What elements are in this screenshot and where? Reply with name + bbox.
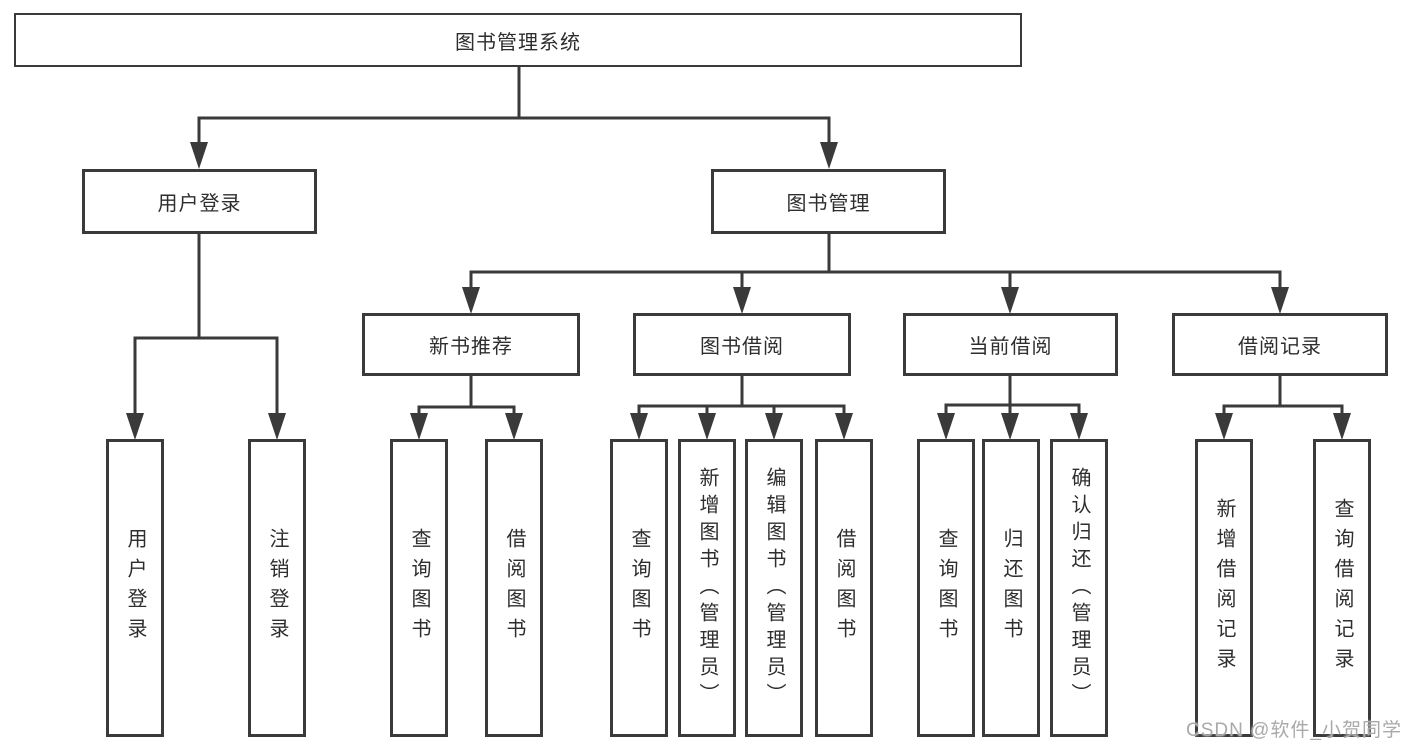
leaf-borrow-book-2: 借阅图书 bbox=[815, 439, 873, 737]
node-root-library-system: 图书管理系统 bbox=[14, 13, 1022, 67]
leaf-return-book: 归还图书 bbox=[982, 439, 1040, 737]
node-book-management: 图书管理 bbox=[711, 169, 946, 234]
arrowhead bbox=[410, 413, 428, 440]
arrowhead bbox=[462, 287, 480, 314]
node-current-borrow: 当前借阅 bbox=[903, 313, 1118, 376]
arrowhead bbox=[1001, 413, 1019, 440]
arrowhead bbox=[765, 413, 783, 440]
arrowhead bbox=[1215, 413, 1233, 440]
leaf-add-borrow-record: 新增借阅记录 bbox=[1195, 439, 1253, 737]
node-borrow-record: 借阅记录 bbox=[1172, 313, 1388, 376]
leaf-confirm-return-admin: 确认归还（管理员） bbox=[1050, 439, 1108, 737]
arrowhead bbox=[1070, 413, 1088, 440]
arrowhead bbox=[268, 413, 286, 440]
arrowhead bbox=[937, 413, 955, 440]
leaf-query-book-3: 查询图书 bbox=[917, 439, 975, 737]
arrowhead bbox=[190, 142, 208, 169]
csdn-watermark: CSDN @软件_小贺同学 bbox=[1186, 720, 1402, 741]
arrowhead bbox=[630, 413, 648, 440]
arrowhead bbox=[820, 142, 838, 169]
arrowhead bbox=[1001, 287, 1019, 314]
leaf-user-login: 用户登录 bbox=[106, 439, 164, 737]
leaf-add-book-admin: 新增图书（管理员） bbox=[678, 439, 736, 737]
arrowhead bbox=[505, 413, 523, 440]
tree-edges bbox=[133, 67, 1344, 419]
leaf-logout: 注销登录 bbox=[248, 439, 306, 737]
arrowhead bbox=[1271, 287, 1289, 314]
arrowheads bbox=[126, 142, 1351, 440]
leaf-borrow-book-1: 借阅图书 bbox=[485, 439, 543, 737]
arrowhead bbox=[733, 287, 751, 314]
node-new-book-recommend: 新书推荐 bbox=[362, 313, 580, 376]
arrowhead bbox=[698, 413, 716, 440]
node-book-borrow: 图书借阅 bbox=[633, 313, 851, 376]
arrowhead bbox=[126, 413, 144, 440]
arrowhead bbox=[1333, 413, 1351, 440]
node-user-login: 用户登录 bbox=[82, 169, 317, 234]
leaf-query-borrow-record: 查询借阅记录 bbox=[1313, 439, 1371, 737]
leaf-query-book-1: 查询图书 bbox=[390, 439, 448, 737]
arrowhead bbox=[835, 413, 853, 440]
leaf-query-book-2: 查询图书 bbox=[610, 439, 668, 737]
leaf-edit-book-admin: 编辑图书（管理员） bbox=[745, 439, 803, 737]
